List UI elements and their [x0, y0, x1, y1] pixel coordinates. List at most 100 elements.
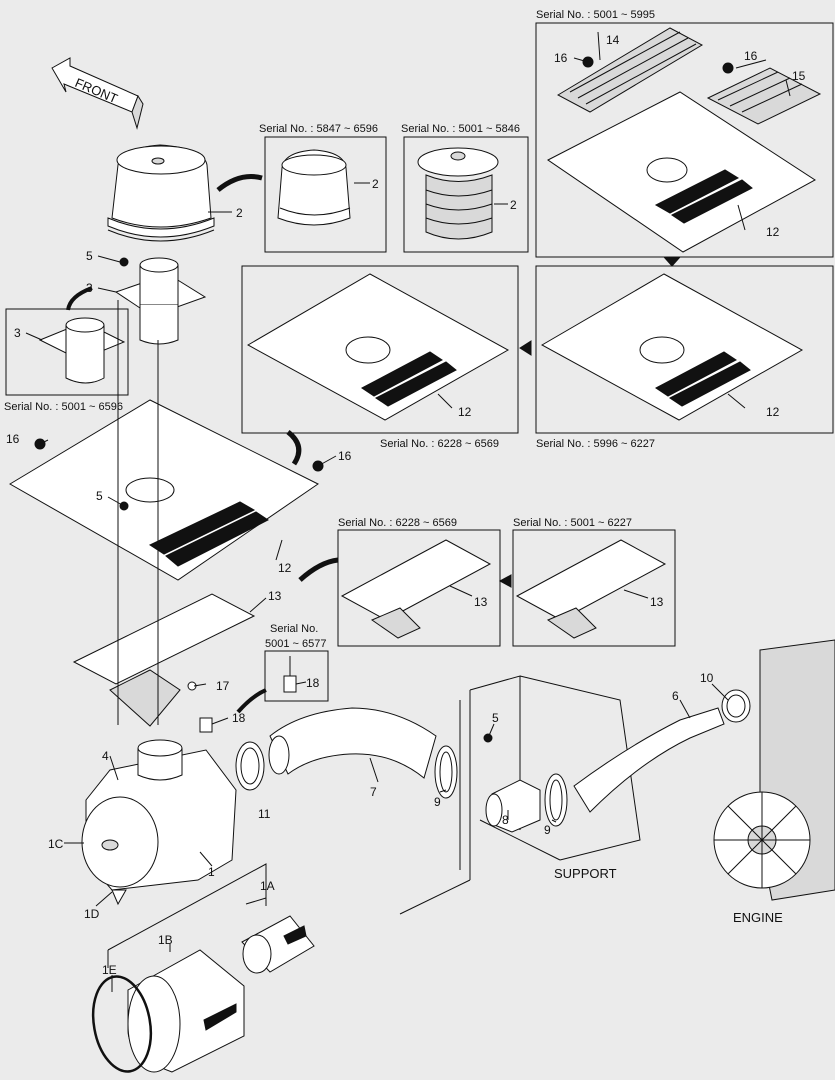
- bracket-main: [72, 593, 256, 727]
- label-12-plate-early: 12: [766, 225, 780, 239]
- clamp-10: [721, 689, 751, 723]
- label-2-main: 2: [236, 206, 243, 220]
- bracket-6228: [340, 539, 492, 639]
- ref-arrow-indicator: [236, 688, 267, 714]
- clamp-11: [235, 741, 265, 791]
- detail-box-bracket-6228: [337, 529, 501, 647]
- label-17: 17: [216, 679, 230, 693]
- top-plate-6228: [246, 273, 510, 421]
- air-cleaner-body: [81, 739, 237, 906]
- bracket-5001: [515, 539, 667, 639]
- seal-ring-1e: [91, 975, 153, 1073]
- engine: [713, 639, 835, 901]
- flow-arrow-down: [662, 256, 682, 267]
- pipe-8: [485, 779, 541, 833]
- detail-box-indicator: [264, 650, 329, 702]
- label-12-main: 12: [278, 561, 292, 575]
- label-15: 15: [792, 69, 806, 83]
- label-1a: 1A: [260, 879, 275, 893]
- flange-detail: [38, 317, 126, 384]
- label-10: 10: [700, 671, 714, 685]
- ref-arrow-flange: [66, 286, 93, 311]
- support-frame: [399, 675, 641, 915]
- caption-filter-cover-b: Serial No. : 5001 ~ 5846: [401, 123, 520, 135]
- ref-arrow-cover: [216, 174, 263, 192]
- label-2-cover-b: 2: [510, 198, 517, 212]
- flow-arrow-left-plate: [519, 340, 532, 356]
- label-8: 8: [502, 813, 509, 827]
- filter-cover-b: [417, 147, 499, 240]
- label-2-cover-a: 2: [372, 177, 379, 191]
- caption-indicator-line1: Serial No.: [270, 623, 318, 635]
- indicator-18: [199, 717, 213, 733]
- top-plate-main: [9, 399, 319, 581]
- label-18-detail: 18: [306, 676, 320, 690]
- screw-5-top: [119, 257, 129, 267]
- top-plate-early: [547, 91, 816, 253]
- ref-arrow-plate: [286, 430, 302, 466]
- label-9-left: 9: [434, 795, 441, 809]
- filter-cover-a: [277, 149, 351, 226]
- hose-7: [268, 707, 437, 779]
- label-3-main: 3: [86, 281, 93, 295]
- assembly-bracket-lines: [107, 863, 267, 968]
- front-direction-arrow: FRONT: [51, 57, 144, 130]
- label-5-support: 5: [492, 711, 499, 725]
- engine-label: ENGINE: [733, 910, 783, 925]
- knob-16-mat15: [722, 62, 734, 74]
- caption-top-plate-early: Serial No. : 5001 ~ 5995: [536, 9, 655, 21]
- label-4: 4: [102, 749, 109, 763]
- label-16-right: 16: [338, 449, 352, 463]
- filter-element-1b: [127, 949, 245, 1073]
- detail-box-filter-cover-b: [403, 136, 529, 253]
- label-11: 11: [258, 807, 271, 821]
- top-plate-5996: [540, 273, 804, 421]
- flange-main: [114, 257, 207, 345]
- caption-flange: Serial No. : 5001 ~ 6596: [4, 401, 123, 413]
- label-16-mat15: 16: [744, 49, 758, 63]
- label-13-main: 13: [268, 589, 282, 603]
- label-5-top: 5: [86, 249, 93, 263]
- label-7: 7: [370, 785, 377, 799]
- mat-15: [706, 67, 822, 125]
- mat-14: [556, 27, 704, 113]
- label-1: 1: [208, 865, 215, 879]
- detail-box-top-plate-early: [535, 22, 834, 258]
- caption-bracket-5001: Serial No. : 5001 ~ 6227: [513, 517, 632, 529]
- label-1c: 1C: [48, 837, 64, 851]
- filter-cover-main: [107, 144, 215, 242]
- caption-bracket-6228: Serial No. : 6228 ~ 6569: [338, 517, 457, 529]
- label-12-plate-6228: 12: [458, 405, 472, 419]
- guide-lines: [117, 300, 159, 725]
- flow-arrow-left-bracket: [498, 574, 512, 588]
- label-13-bracket-6228: 13: [474, 595, 488, 609]
- label-5-plate: 5: [96, 489, 103, 503]
- label-3-detail: 3: [14, 326, 21, 340]
- label-18-main: 18: [232, 711, 246, 725]
- inner-element-1a: [241, 915, 315, 974]
- label-13-bracket-5001: 13: [650, 595, 664, 609]
- clamp-9a: [434, 745, 458, 799]
- label-1d: 1D: [84, 907, 100, 921]
- label-16-mat14: 16: [554, 51, 568, 65]
- detail-box-bracket-5001: [512, 529, 676, 647]
- caption-indicator-line2: 5001 ~ 6577: [265, 638, 326, 650]
- hose-6: [573, 707, 725, 813]
- support-label: SUPPORT: [554, 866, 617, 881]
- ref-arrow-bracket: [298, 557, 339, 582]
- detail-box-filter-cover-a: [264, 136, 387, 253]
- caption-plate-6228: Serial No. : 6228 ~ 6569: [380, 438, 499, 450]
- detail-box-plate-6228: [241, 265, 519, 434]
- label-1b: 1B: [158, 933, 173, 947]
- detail-box-plate-5996: [535, 265, 834, 434]
- label-12-plate-5996: 12: [766, 405, 780, 419]
- caption-plate-5996: Serial No. : 5996 ~ 6227: [536, 438, 655, 450]
- label-1e: 1E: [102, 963, 117, 977]
- indicator-18-detail: [283, 656, 297, 693]
- label-16-left: 16: [6, 432, 20, 446]
- label-6: 6: [672, 689, 679, 703]
- caption-filter-cover-a: Serial No. : 5847 ~ 6596: [259, 123, 378, 135]
- clamp-9b: [544, 773, 568, 827]
